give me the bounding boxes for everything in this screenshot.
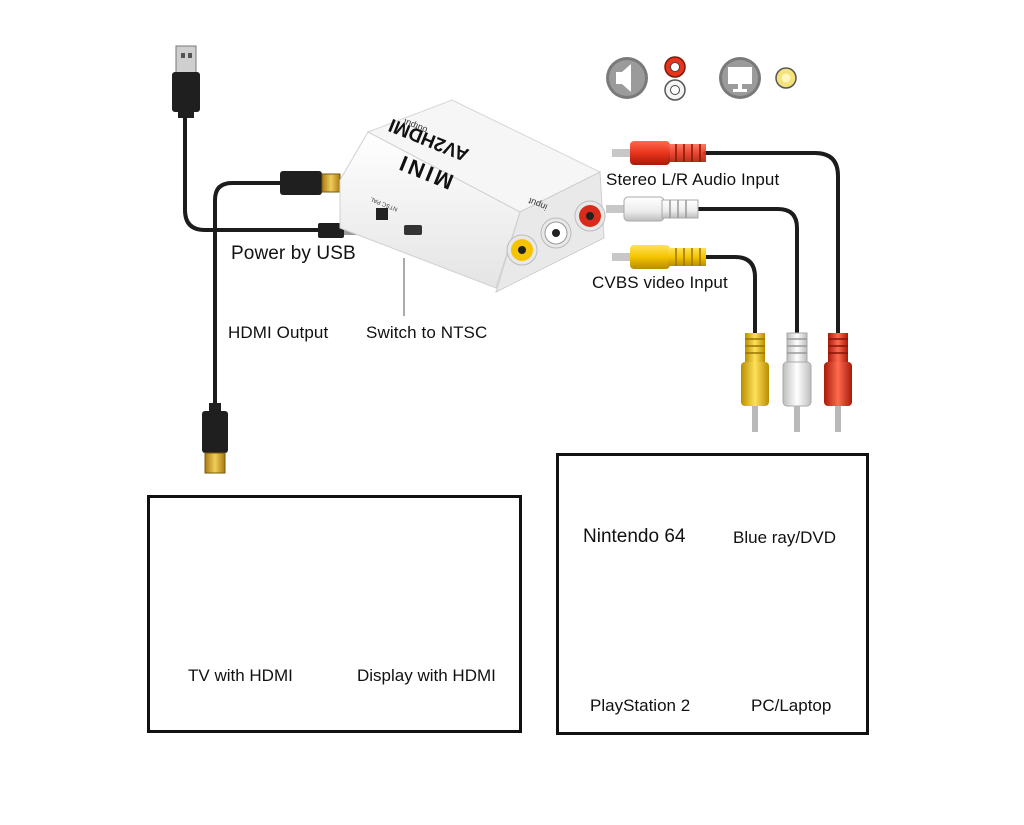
playstation-2-caption: PlayStation 2 (590, 696, 691, 715)
rca-plug-red-right (824, 333, 852, 432)
pc-laptop-caption: PC/Laptop (751, 696, 832, 715)
speaker-icon (606, 57, 648, 99)
yellow-video-cable (704, 255, 757, 335)
power-by-usb-label: Power by USB (231, 243, 356, 264)
rca-plug-red-left (612, 141, 706, 165)
rca-audio-jack-icon (664, 56, 686, 101)
display-with-hdmi-caption: Display with HDMI (357, 666, 496, 685)
hdmi-output-cable (213, 181, 284, 407)
device-switch (404, 225, 422, 235)
monitor-icon (719, 57, 761, 99)
tv-with-hdmi-caption: TV with HDMI (188, 666, 293, 685)
hdmi-plug-top (280, 171, 341, 195)
white-audio-cable (695, 207, 799, 335)
converter-box: AV2HDMI MINI output input NTSC PAL (339, 99, 606, 293)
rca-video-jack-icon (775, 67, 797, 89)
av-sources-panel (556, 453, 869, 735)
usb-power-cable (183, 110, 342, 232)
video-input-label: CVBS video Input (592, 273, 728, 292)
device-jack-white (540, 217, 572, 249)
device-usb-port (376, 208, 388, 220)
red-audio-cable (703, 151, 840, 335)
rca-plug-yellow-right (741, 333, 769, 432)
switch-to-ntsc-label: Switch to NTSC (366, 323, 488, 342)
audio-input-label: Stereo L/R Audio Input (606, 170, 780, 189)
hdmi-output-label: HDMI Output (228, 323, 329, 342)
cables (183, 110, 840, 407)
device-jack-yellow (506, 234, 538, 266)
rca-plug-white-right (782, 332, 812, 432)
usb-plug (172, 45, 200, 118)
rca-plug-yellow-left (612, 245, 706, 269)
hdmi-outputs-panel (147, 495, 522, 733)
rca-plug-white-left (606, 196, 699, 222)
device-jack-red (574, 200, 606, 232)
blue-ray-dvd-caption: Blue ray/DVD (733, 528, 836, 547)
nintendo-64-caption: Nintendo 64 (583, 526, 686, 547)
hdmi-plug-bottom (202, 403, 228, 474)
